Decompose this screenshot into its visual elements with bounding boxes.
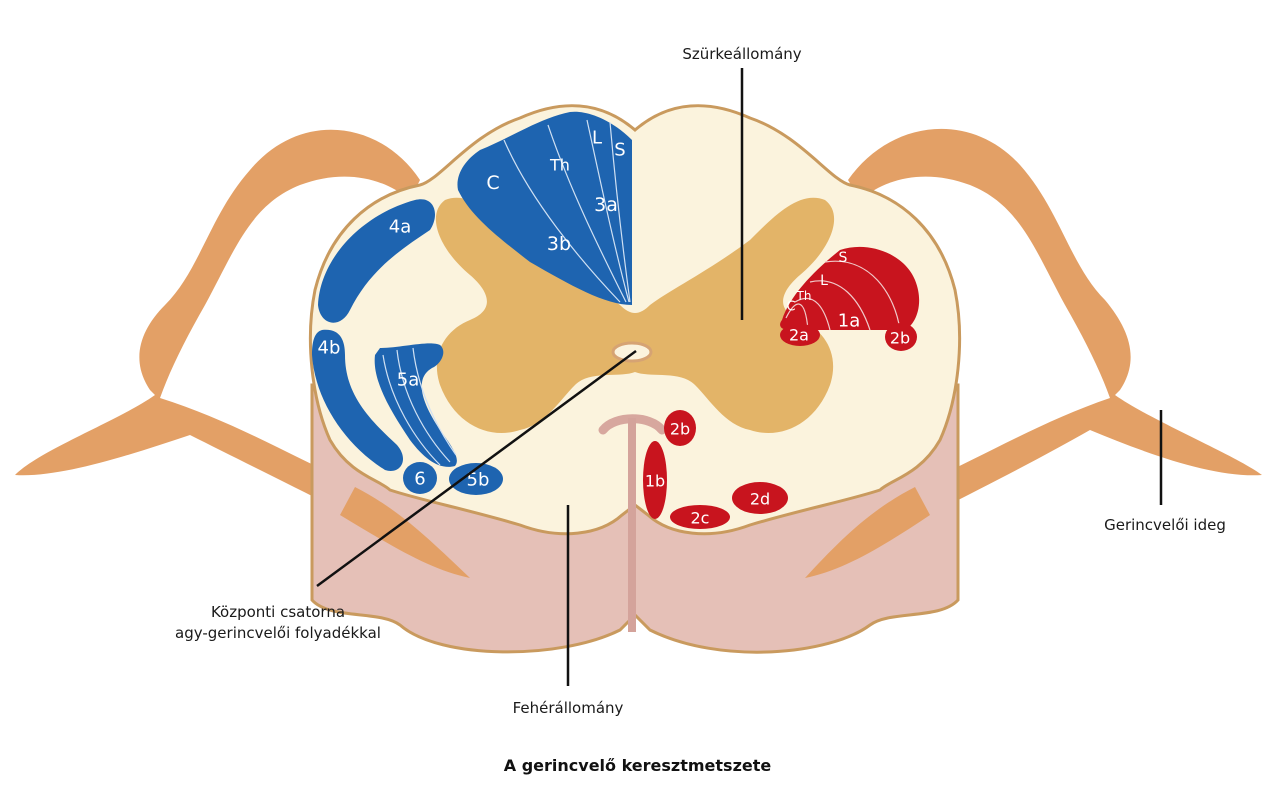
white-matter-label: Fehérállomány bbox=[512, 699, 624, 717]
lateral-corticospinal-dividers bbox=[785, 260, 901, 331]
tract-2c-label: 2c bbox=[691, 509, 710, 528]
right-ventral-root bbox=[805, 487, 930, 578]
lateral-corticospinal-tract bbox=[780, 246, 920, 330]
tract-2a-shape bbox=[780, 324, 820, 346]
central-canal-label: Központi csatorna agy-gerincvelői folyad… bbox=[148, 602, 408, 644]
lateral-segment-s: S bbox=[839, 250, 848, 266]
figure-title: A gerincvelő keresztmetszete bbox=[503, 756, 772, 775]
tract-4a-label: 4a bbox=[389, 217, 411, 238]
tract-4b-shape bbox=[312, 329, 404, 471]
left-ventral-root bbox=[340, 487, 470, 578]
tract-2c-shape bbox=[670, 505, 730, 529]
tract-3b-label: 3b bbox=[547, 233, 571, 255]
leader-lines bbox=[316, 68, 1163, 686]
tract-1b-label: 1b bbox=[645, 472, 665, 491]
left-spinal-nerve bbox=[15, 129, 470, 575]
central-canal-label-line2: agy-gerincvelői folyadékkal bbox=[175, 624, 381, 642]
tract-5a-label: 5a bbox=[397, 370, 419, 391]
lateral-segment-l: L bbox=[820, 273, 828, 289]
tract-2b-lateral-label: 2b bbox=[890, 329, 910, 348]
lateral-segment-th: Th bbox=[796, 289, 812, 303]
central-canal-leader bbox=[316, 349, 637, 588]
tract-5a-dividers bbox=[382, 347, 457, 466]
tract-2d-shape bbox=[732, 482, 788, 514]
dorsal-column-dividers bbox=[503, 119, 631, 303]
tract-6-label: 6 bbox=[414, 469, 425, 490]
tract-6-shape bbox=[403, 462, 437, 494]
spinal-nerve-label: Gerincvelői ideg bbox=[1104, 516, 1226, 534]
dorsal-segment-c: C bbox=[486, 172, 499, 194]
anterior-median-fissure-area bbox=[590, 384, 680, 410]
blue-tract-labels: C Th L S 3a 3b 4a 4b 5a 6 5b bbox=[318, 128, 626, 491]
tract-2b-ventral-shape bbox=[664, 410, 696, 446]
tract-2d-label: 2d bbox=[750, 490, 770, 509]
tract-1a-label: 1a bbox=[838, 311, 860, 332]
ascending-tracts bbox=[312, 111, 632, 495]
tract-1b-shape bbox=[643, 441, 667, 519]
tract-5b-label: 5b bbox=[467, 470, 490, 491]
lateral-segment-c: C bbox=[786, 300, 795, 315]
tract-5b-shape bbox=[449, 463, 503, 495]
dorsal-segment-l: L bbox=[592, 128, 602, 149]
dorsal-column bbox=[457, 111, 632, 305]
central-canal-label-line1: Központi csatorna bbox=[210, 603, 346, 621]
red-tract-labels: S L Th C 1a 2a 2b 2b 1b 2c 2d bbox=[645, 250, 910, 528]
tract-4b-label: 4b bbox=[318, 338, 341, 359]
tract-2a-label: 2a bbox=[789, 326, 809, 345]
central-canal bbox=[611, 341, 653, 363]
anterior-median-fissure bbox=[598, 414, 667, 632]
dorsal-segment-s: S bbox=[614, 140, 625, 161]
grey-matter-label: Szürkeállomány bbox=[682, 45, 802, 63]
tract-2b-lateral-shape bbox=[885, 323, 917, 351]
tract-4a-shape bbox=[318, 199, 435, 323]
tract-5a-shape bbox=[374, 343, 457, 467]
dorsal-segment-th: Th bbox=[549, 156, 570, 175]
tract-2b-ventral-label: 2b bbox=[670, 420, 690, 439]
descending-tracts bbox=[643, 246, 920, 529]
tract-3a-label: 3a bbox=[594, 194, 618, 216]
right-spinal-nerve bbox=[805, 128, 1262, 576]
